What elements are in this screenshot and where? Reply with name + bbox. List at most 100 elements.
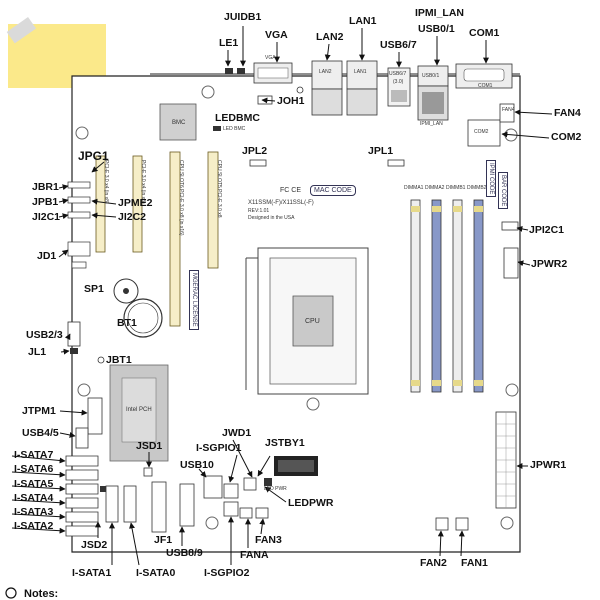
callout-vga: VGA: [265, 29, 288, 41]
usb89-header: [179, 483, 195, 527]
slot-label-3: CPU SLOT6 PCI-E 3.0 x8 (in x16): [178, 160, 184, 236]
callout-jbr1: JBR1: [32, 181, 59, 193]
callout-ji2c1: JI2C1: [32, 211, 61, 223]
ipmi-code-label: IPMI CODE: [486, 160, 496, 198]
cpu-label: CPU: [305, 318, 320, 325]
lan2-port: [311, 60, 343, 116]
ipmi-port-label: IPMI_LAN: [420, 121, 443, 127]
callout-usb45: USB4/5: [22, 427, 59, 439]
callout-jpl1: JPL1: [368, 145, 394, 157]
callout-juidb1: JUIDB1: [224, 11, 262, 23]
com2-header: [467, 119, 501, 147]
model-label: X11SSM(-F)/X11SSL(-F): [248, 200, 314, 206]
lan2-port-label: LAN2: [319, 69, 332, 75]
slot-label-1: PCI-E 3.0 x4 (in x8): [103, 160, 109, 204]
slot-label-4: CPU SLOT5 PCI-E 3.0 x8: [216, 160, 222, 218]
callout-isata7: I-SATA7: [14, 449, 54, 461]
pcie-slots: [95, 151, 219, 327]
callout-isgpio2: I-SGPIO2: [204, 567, 250, 579]
pch-heatsink: [109, 364, 169, 462]
callout-fan4: FAN4: [554, 107, 581, 119]
mac-code-label: MAC CODE: [310, 185, 356, 196]
dimm-a1-label: DIMMA1: [404, 185, 424, 191]
jpwr2-connector: [503, 247, 519, 279]
usb45-header: [75, 427, 89, 449]
callout-ji2c2: JI2C2: [118, 211, 147, 223]
lan1-port: [346, 60, 378, 116]
dimm-b1-label: DIMMB1: [446, 185, 466, 191]
pch-label: Intel PCH: [126, 407, 152, 413]
callout-jpg1: JPG1: [78, 149, 109, 163]
sata-stack: [65, 455, 99, 537]
callout-isata4: I-SATA4: [14, 492, 54, 504]
callout-isata6: I-SATA6: [14, 463, 54, 475]
callout-jstby1: JSTBY1: [265, 437, 305, 449]
callout-jd1: JD1: [37, 250, 57, 262]
license-label: MGERAC LICENSE: [189, 270, 199, 330]
callout-joh1: JOH1: [277, 95, 305, 107]
fan4-port-label: FAN4: [502, 107, 515, 113]
bar-code-label: BAR CODE: [498, 172, 508, 210]
vga-port: [253, 62, 293, 84]
callout-fana: FANA: [240, 549, 269, 561]
led-bmc-label: LED BMC: [223, 126, 246, 132]
callout-isata3: I-SATA3: [14, 506, 54, 518]
designed-label: Designed in the USA: [248, 215, 295, 221]
com1-port-label: COM1: [478, 83, 493, 89]
callout-isata0: I-SATA0: [136, 567, 176, 579]
vga-port-label: VGA: [265, 55, 276, 61]
fan4-header: [499, 103, 515, 123]
callout-ledbmc: LEDBMC: [215, 112, 260, 124]
led-pwr-label: LED PWR: [264, 486, 287, 492]
callout-jf1: JF1: [154, 534, 173, 546]
dimm-a2-label: DIMMA2: [425, 185, 445, 191]
usb67-sub-label: (3.0): [393, 79, 404, 85]
isata1-connector: [105, 485, 119, 523]
callout-bt1: BT1: [117, 317, 137, 329]
callout-fan1: FAN1: [461, 557, 488, 569]
callout-usb89: USB8/9: [166, 547, 203, 559]
bmc-label: BMC: [172, 120, 186, 126]
callout-le1: LE1: [219, 37, 239, 49]
dimm-slots: [410, 199, 484, 393]
callout-lan2: LAN2: [316, 31, 344, 43]
jf1-header: [151, 481, 167, 533]
usb01-port-label: USB0/1: [422, 73, 440, 79]
callout-jpwr1: JPWR1: [530, 459, 567, 471]
callout-isata1: I-SATA1: [72, 567, 112, 579]
notes-heading: Notes:: [24, 588, 59, 600]
callout-isata5: I-SATA5: [14, 478, 54, 490]
callout-jwd1: JWD1: [222, 427, 252, 439]
callout-jsd2: JSD2: [81, 539, 108, 551]
fan1-header: [455, 517, 469, 531]
callout-jbt1: JBT1: [106, 354, 132, 366]
cpu-socket: [245, 247, 369, 395]
dimm-b2-label: DIMMB2: [467, 185, 487, 191]
callout-com1: COM1: [469, 27, 500, 39]
callout-fan2: FAN2: [420, 557, 447, 569]
callout-jpme2: JPME2: [118, 197, 153, 209]
callout-ledpwr: LEDPWR: [288, 497, 334, 509]
callout-jsd1: JSD1: [136, 440, 163, 452]
callout-jpi2c1: JPI2C1: [529, 224, 565, 236]
com2-port-label: COM2: [474, 129, 489, 135]
note-icon: [5, 587, 17, 599]
callout-ipmi-lan: IPMI_LAN: [415, 7, 465, 19]
usb67-port: [387, 67, 411, 107]
ipmi-lan-usb01-port: [417, 65, 449, 121]
callout-jl1: JL1: [28, 346, 47, 358]
battery-icon: [123, 298, 163, 338]
callout-jpb1: JPB1: [32, 196, 59, 208]
jtpm1-header: [87, 397, 103, 435]
com1-port: [455, 63, 513, 89]
isata0-connector: [123, 485, 137, 523]
callout-jpwr2: JPWR2: [531, 258, 568, 270]
callout-sp1: SP1: [84, 283, 104, 295]
bmc-chip: [159, 103, 197, 141]
callout-jtpm1: JTPM1: [22, 405, 56, 417]
callout-jpl2: JPL2: [242, 145, 268, 157]
fcc-label: FC CE: [280, 187, 301, 194]
callout-isata2: I-SATA2: [14, 520, 54, 532]
callout-com2: COM2: [551, 131, 582, 143]
